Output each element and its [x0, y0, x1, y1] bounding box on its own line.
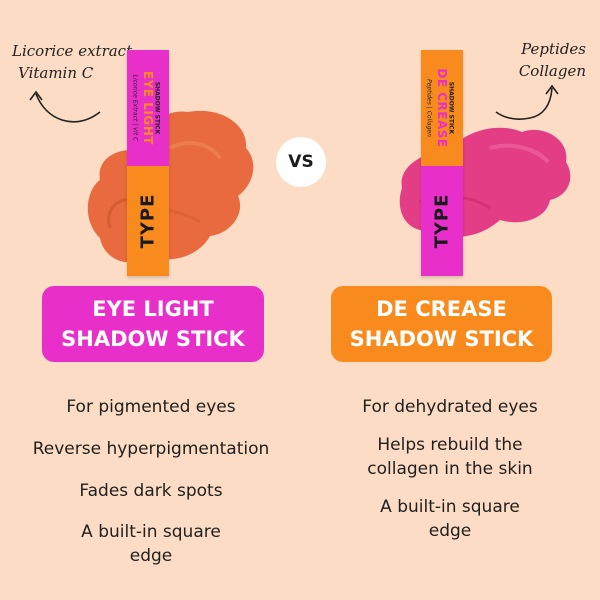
eye-light-feature: For pigmented eyes [66, 397, 236, 417]
de-crease-stick-side-text: Peptides | Collagen [425, 79, 433, 137]
eye-light-stick-type: TYPE [137, 193, 159, 249]
de-crease-features: For dehydrated eyes Helps rebuild the co… [300, 395, 600, 558]
de-crease-name-line2: SHADOW STICK [349, 327, 534, 351]
right-arrow-icon [495, 84, 559, 120]
vs-label: VS [288, 152, 314, 172]
left-ingredients-note: Licorice extract Vitamin C [12, 40, 132, 84]
eye-light-stick-sublabel: SHADOW STICK [153, 81, 161, 135]
eye-light-stick-side-text: Licorice Extract | Vit C [131, 74, 139, 142]
eye-light-name-line1: EYE LIGHT [92, 297, 214, 321]
de-crease-stick-type: TYPE [431, 193, 453, 249]
right-ingredient-2: Collagen [518, 62, 586, 80]
de-crease-name-line1: DE CREASE [376, 297, 507, 321]
pink-swatch-image [399, 127, 571, 237]
vs-badge: VS [276, 137, 326, 187]
de-crease-stick: Peptides | Collagen DE CREASE SHADOW STI… [421, 50, 463, 276]
right-ingredient-1: Peptides [521, 40, 586, 58]
left-ingredient-1: Licorice extract [12, 42, 133, 60]
eye-light-feature: Fades dark spots [79, 481, 223, 501]
eye-light-features: For pigmented eyes Reverse hyperpigmenta… [0, 395, 302, 583]
de-crease-stick-sublabel: SHADOW STICK [447, 81, 455, 135]
de-crease-feature: Helps rebuild the collagen in the skin [367, 435, 533, 479]
eye-light-name-line2: SHADOW STICK [61, 327, 245, 351]
de-crease-feature: For dehydrated eyes [362, 397, 538, 417]
eye-light-name-pill: EYE LIGHT SHADOW STICK [42, 286, 264, 362]
de-crease-feature: A built-in square edge [380, 497, 520, 541]
right-ingredients-note: Peptides Collagen [519, 38, 586, 82]
eye-light-feature: Reverse hyperpigmentation [32, 439, 270, 459]
left-arrow-icon [29, 90, 101, 123]
left-ingredient-2: Vitamin C [18, 64, 94, 82]
orange-swatch-image [87, 110, 254, 263]
eye-light-feature: A built-in square edge [81, 522, 221, 566]
de-crease-name-pill: DE CREASE SHADOW STICK [331, 286, 552, 362]
eye-light-stick: Licorice Extract | Vit C EYE LIGHT SHADO… [127, 50, 169, 276]
